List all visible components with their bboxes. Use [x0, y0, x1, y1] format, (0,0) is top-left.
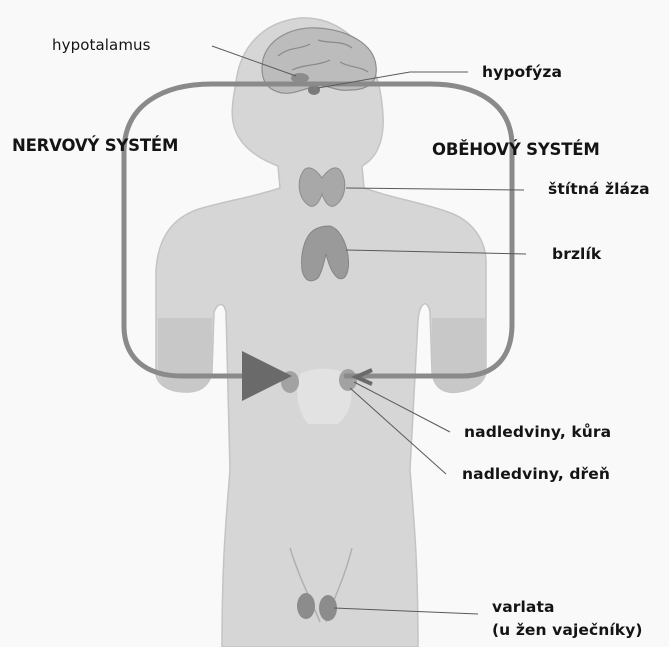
label-adrenal-cortex: nadledviny, kůra — [464, 423, 611, 441]
label-gonads-line1: varlata — [492, 598, 555, 616]
label-gonads-line2: (u žen vaječníky) — [492, 621, 643, 639]
label-hypothalamus: hypotalamus — [52, 36, 151, 54]
leader-thyroid — [346, 188, 524, 190]
label-circulatory-system: OBĚHOVÝ SYSTÉM — [432, 140, 600, 159]
label-adrenal-medulla: nadledviny, dřeň — [462, 465, 610, 483]
right-arm-shadow — [432, 318, 486, 392]
label-nervous-system: NERVOVÝ SYSTÉM — [12, 136, 178, 155]
label-thymus: brzlík — [552, 245, 601, 263]
label-thyroid: štítná žláza — [548, 180, 650, 198]
left-arm-shadow — [158, 318, 212, 392]
testis-left-organ — [297, 593, 315, 619]
right-adrenal-organ — [339, 369, 357, 391]
label-pituitary: hypofýza — [482, 63, 562, 81]
